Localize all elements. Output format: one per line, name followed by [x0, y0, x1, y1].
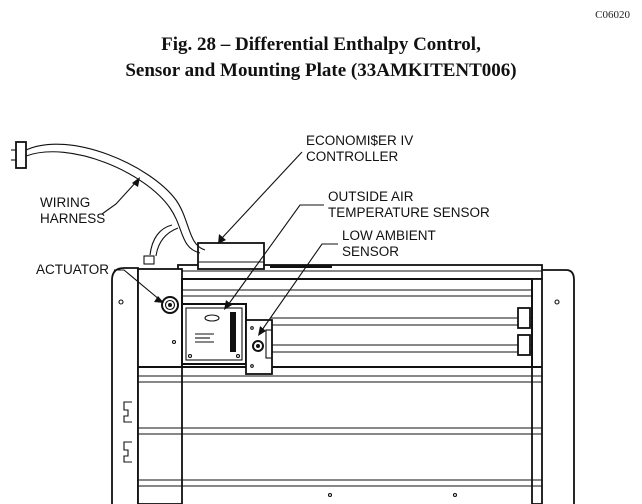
label-harness-line2: HARNESS	[40, 211, 105, 226]
figure-code: C06020	[595, 9, 630, 21]
label-low-line1: LOW AMBIENT	[342, 228, 436, 243]
right-end-panel	[539, 269, 575, 504]
label-actuator: ACTUATOR	[36, 262, 109, 277]
blade-bracket-upper	[517, 307, 531, 329]
outside-air-temperature-sensor	[181, 303, 247, 365]
figure-title-line2: Sensor and Mounting Plate (33AMKITENT006…	[125, 60, 517, 81]
figure-title: Fig. 28 – Differential Enthalpy Control,…	[0, 32, 642, 84]
label-oat-line1: OUTSIDE AIR	[328, 189, 414, 204]
harness-connector	[15, 141, 27, 169]
label-low-line2: SENSOR	[342, 244, 399, 259]
right-side-frame	[531, 278, 543, 504]
figure-title-line1: Fig. 28 – Differential Enthalpy Control,	[161, 34, 481, 55]
left-end-panel	[111, 267, 139, 504]
leader-lines	[101, 151, 338, 336]
label-harness-line1: WIRING	[40, 195, 90, 210]
wiring-harness	[11, 141, 206, 265]
label-controller-line2: CONTROLLER	[306, 149, 399, 164]
actuator-knob	[161, 296, 179, 314]
blade-bracket-lower	[517, 334, 531, 356]
label-oat-line2: TEMPERATURE SENSOR	[328, 205, 490, 220]
damper-blades	[182, 289, 532, 353]
side-clip-lower	[123, 441, 132, 463]
economizer-controller	[197, 242, 332, 270]
low-ambient-sensor	[245, 319, 273, 375]
label-controller-line1: ECONOMI$ER IV	[306, 133, 413, 148]
economizer-unit	[111, 264, 575, 504]
lower-section	[138, 366, 542, 498]
actuator-housing	[137, 268, 183, 504]
side-clip-upper	[123, 401, 132, 423]
